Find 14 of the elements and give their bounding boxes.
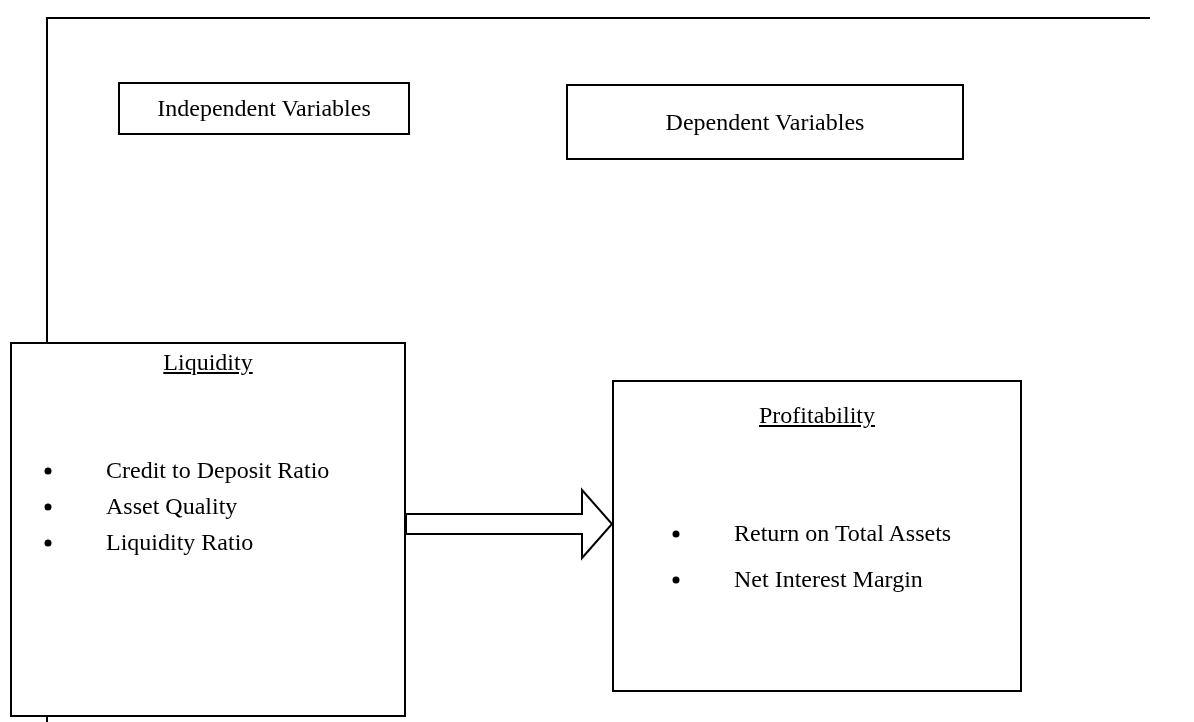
heading-text: Liquidity — [163, 349, 253, 375]
bullet-text: Net Interest Margin — [734, 566, 923, 592]
heading-text: Dependent Variables — [665, 107, 865, 137]
variable-box — [10, 342, 406, 717]
bullet-text: Liquidity Ratio — [106, 529, 254, 555]
bullet-text: Asset Quality — [106, 493, 238, 519]
bullet-text: Return on Total Assets — [734, 520, 952, 546]
heading-box — [118, 82, 410, 135]
heading-box — [566, 84, 964, 160]
heading-text: Independent Variables — [157, 94, 371, 123]
variable-box — [612, 380, 1022, 692]
bullet-text: Credit to Deposit Ratio — [106, 457, 330, 483]
heading-text: Profitability — [759, 402, 875, 428]
block-arrow — [405, 487, 614, 561]
